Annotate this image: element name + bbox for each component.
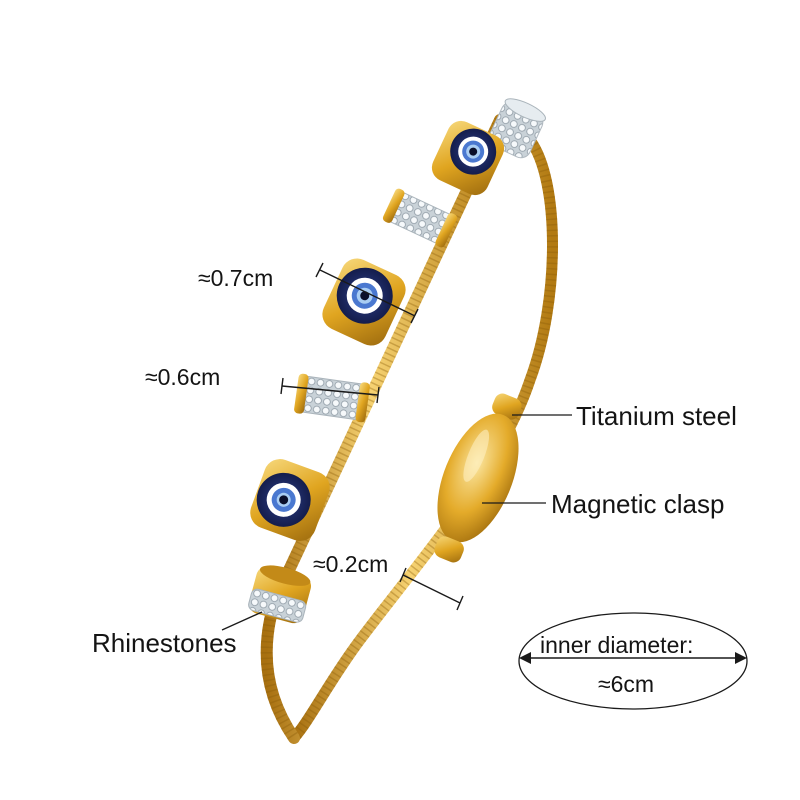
rhinestone-spacer-upper bbox=[382, 188, 458, 248]
measure-tick-spacer-end bbox=[376, 386, 380, 404]
magnetic-clasp bbox=[434, 393, 522, 563]
bracelet-wire-strand-twist bbox=[260, 117, 506, 742]
rhinestone-spacer-bottom bbox=[248, 565, 312, 624]
measure-tick-bead-end bbox=[410, 308, 419, 324]
rhinestone-spacer-lower bbox=[294, 373, 370, 423]
rhinestones-label: Rhinestones bbox=[92, 628, 237, 658]
measure-line-wire bbox=[402, 574, 461, 604]
measure-tick-wire-end bbox=[456, 595, 464, 611]
bead-size-label: ≈0.7cm bbox=[198, 265, 274, 291]
callout-line-rhinestones bbox=[221, 611, 263, 631]
inner-diameter-arrowhead-left bbox=[519, 652, 531, 664]
wire-thickness-label: ≈0.2cm bbox=[313, 551, 389, 577]
material-label: Titanium steel bbox=[576, 401, 737, 431]
measure-line-spacer bbox=[281, 385, 379, 396]
measure-line-bead bbox=[319, 269, 416, 317]
measure-tick-spacer-start bbox=[280, 377, 284, 395]
clasp-label: Magnetic clasp bbox=[551, 489, 725, 519]
measure-tick-wire-start bbox=[399, 567, 407, 583]
measure-tick-bead-start bbox=[315, 262, 324, 278]
inner-diameter-arrowhead-right bbox=[735, 652, 747, 664]
evil-eye-bead-lower bbox=[250, 459, 330, 541]
spacer-size-label: ≈0.6cm bbox=[145, 364, 221, 390]
evil-eye-bead-top bbox=[431, 120, 505, 196]
inner-diameter-label: inner diameter: bbox=[540, 632, 694, 658]
bracelet-wire-strand bbox=[260, 114, 506, 744]
inner-diameter-value: ≈6cm bbox=[598, 671, 655, 697]
inner-diameter-badge bbox=[518, 612, 748, 710]
